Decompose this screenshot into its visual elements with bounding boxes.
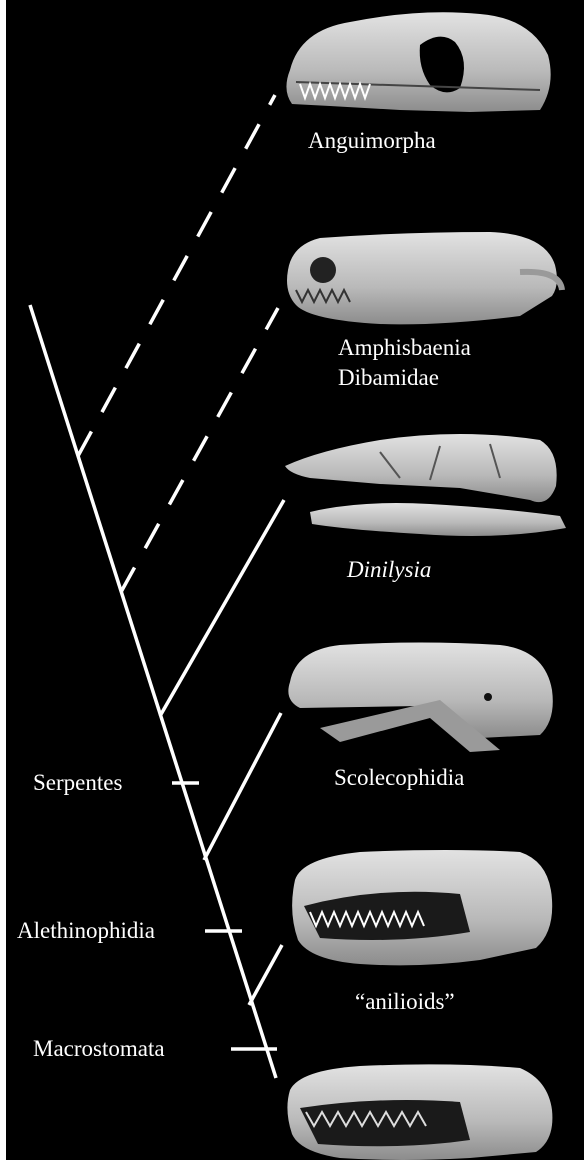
- macrostomatan-snake-skull-icon: [287, 1064, 552, 1160]
- taxon-label-dinilysia: Dinilysia: [347, 557, 431, 583]
- amphisbaenian-skull-icon: [287, 232, 562, 324]
- lizard-skull-icon: [286, 12, 550, 112]
- clade-label-serpentes: Serpentes: [33, 770, 122, 796]
- branch-dinilysia: [160, 500, 284, 716]
- taxon-label-dibamidae: Dibamidae: [338, 365, 439, 391]
- clade-label-alethinophidia: Alethinophidia: [17, 918, 155, 944]
- branch-scolecophidia: [204, 713, 281, 860]
- blind-snake-skull-icon: [288, 643, 552, 753]
- taxon-label-anguimorpha: Anguimorpha: [308, 128, 436, 154]
- branch-anilioids: [249, 945, 282, 1005]
- fossil-snake-skull-icon: [285, 434, 566, 536]
- taxon-label-scolecophidia: Scolecophidia: [334, 765, 464, 791]
- taxon-label-amphisbaenia: Amphisbaenia: [338, 335, 471, 361]
- taxon-label-anilioids: “anilioids”: [355, 989, 455, 1015]
- pipe-snake-skull-icon: [292, 850, 552, 965]
- branch-anguimorpha: [78, 95, 275, 456]
- tree-main-stem: [30, 305, 276, 1078]
- clade-label-macrostomata: Macrostomata: [33, 1036, 165, 1062]
